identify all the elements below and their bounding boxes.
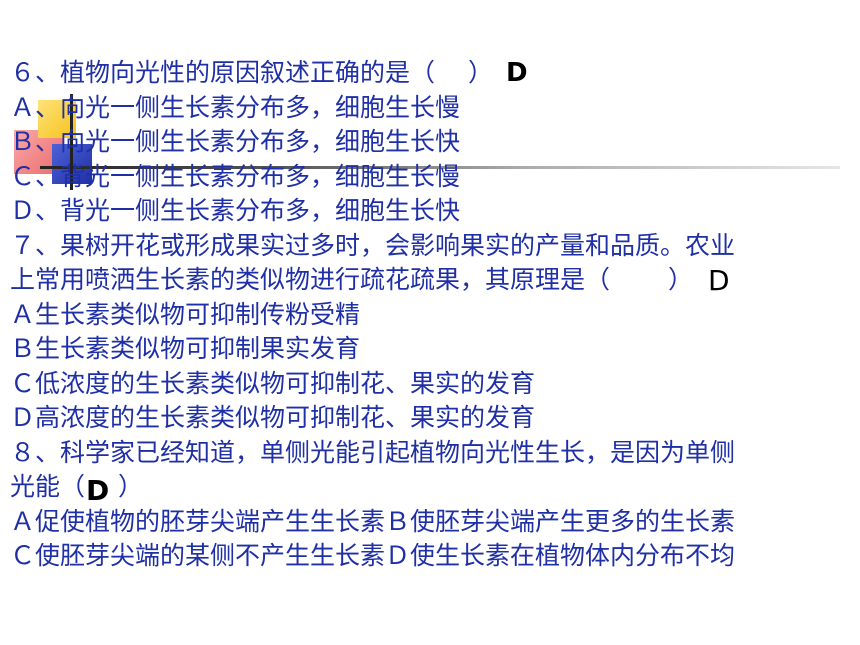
question-8-options-ab: Ａ促使植物的胚芽尖端产生生长素Ｂ使胚芽尖端产生更多的生长素 (10, 506, 736, 536)
decorative-vertical-line (70, 94, 73, 190)
question-list: ６、植物向光性的原因叙述正确的是（ ） Ａ、向光一侧生长素分布多，细胞生长慢 Ｂ… (10, 56, 855, 574)
question-7-option-d: Ｄ高浓度的生长素类似物可抑制花、果实的发育 (10, 403, 536, 432)
question-8-answer: D (86, 474, 110, 507)
question-6-option-b: Ｂ、向光一侧生长素分布多，细胞生长快 (10, 127, 461, 156)
question-7-answer: D (708, 264, 730, 297)
question-6-option-c: Ｃ、背光一侧生长素分布多，细胞生长慢 (10, 161, 461, 191)
question-8-stem-line-2: 光能（ ） (10, 472, 143, 501)
question-6-stem: ６、植物向光性的原因叙述正确的是（ ） (10, 58, 493, 87)
question-8-options-cd: Ｃ使胚芽尖端的某侧不产生生长素Ｄ使生长素在植物体内分布不均 (10, 541, 736, 570)
question-6-answer: D (506, 58, 528, 88)
question-7-option-a: Ａ生长素类似物可抑制传粉受精 (10, 299, 361, 329)
question-7-option-b: Ｂ生长素类似物可抑制果实发育 (10, 334, 361, 363)
decorative-yellow-square (38, 100, 76, 138)
question-8-stem-line-1: ８、科学家已经知道，单侧光能引起植物向光性生长，是因为单侧 (10, 437, 736, 467)
question-7-stem-line-2: 上常用喷洒生长素的类似物进行疏花疏果，其原理是（ ） (10, 265, 693, 294)
question-7-option-c: Ｃ低浓度的生长素类似物可抑制花、果实的发育 (10, 368, 536, 398)
question-6-option-a: Ａ、向光一侧生长素分布多，细胞生长慢 (10, 92, 461, 122)
question-7-stem-line-1: ７、果树开花或形成果实过多时，会影响果实的产量和品质。农业 (10, 230, 736, 260)
question-6-option-d: Ｄ、背光一侧生长素分布多，细胞生长快 (10, 196, 461, 225)
decorative-horizontal-line (40, 166, 840, 169)
